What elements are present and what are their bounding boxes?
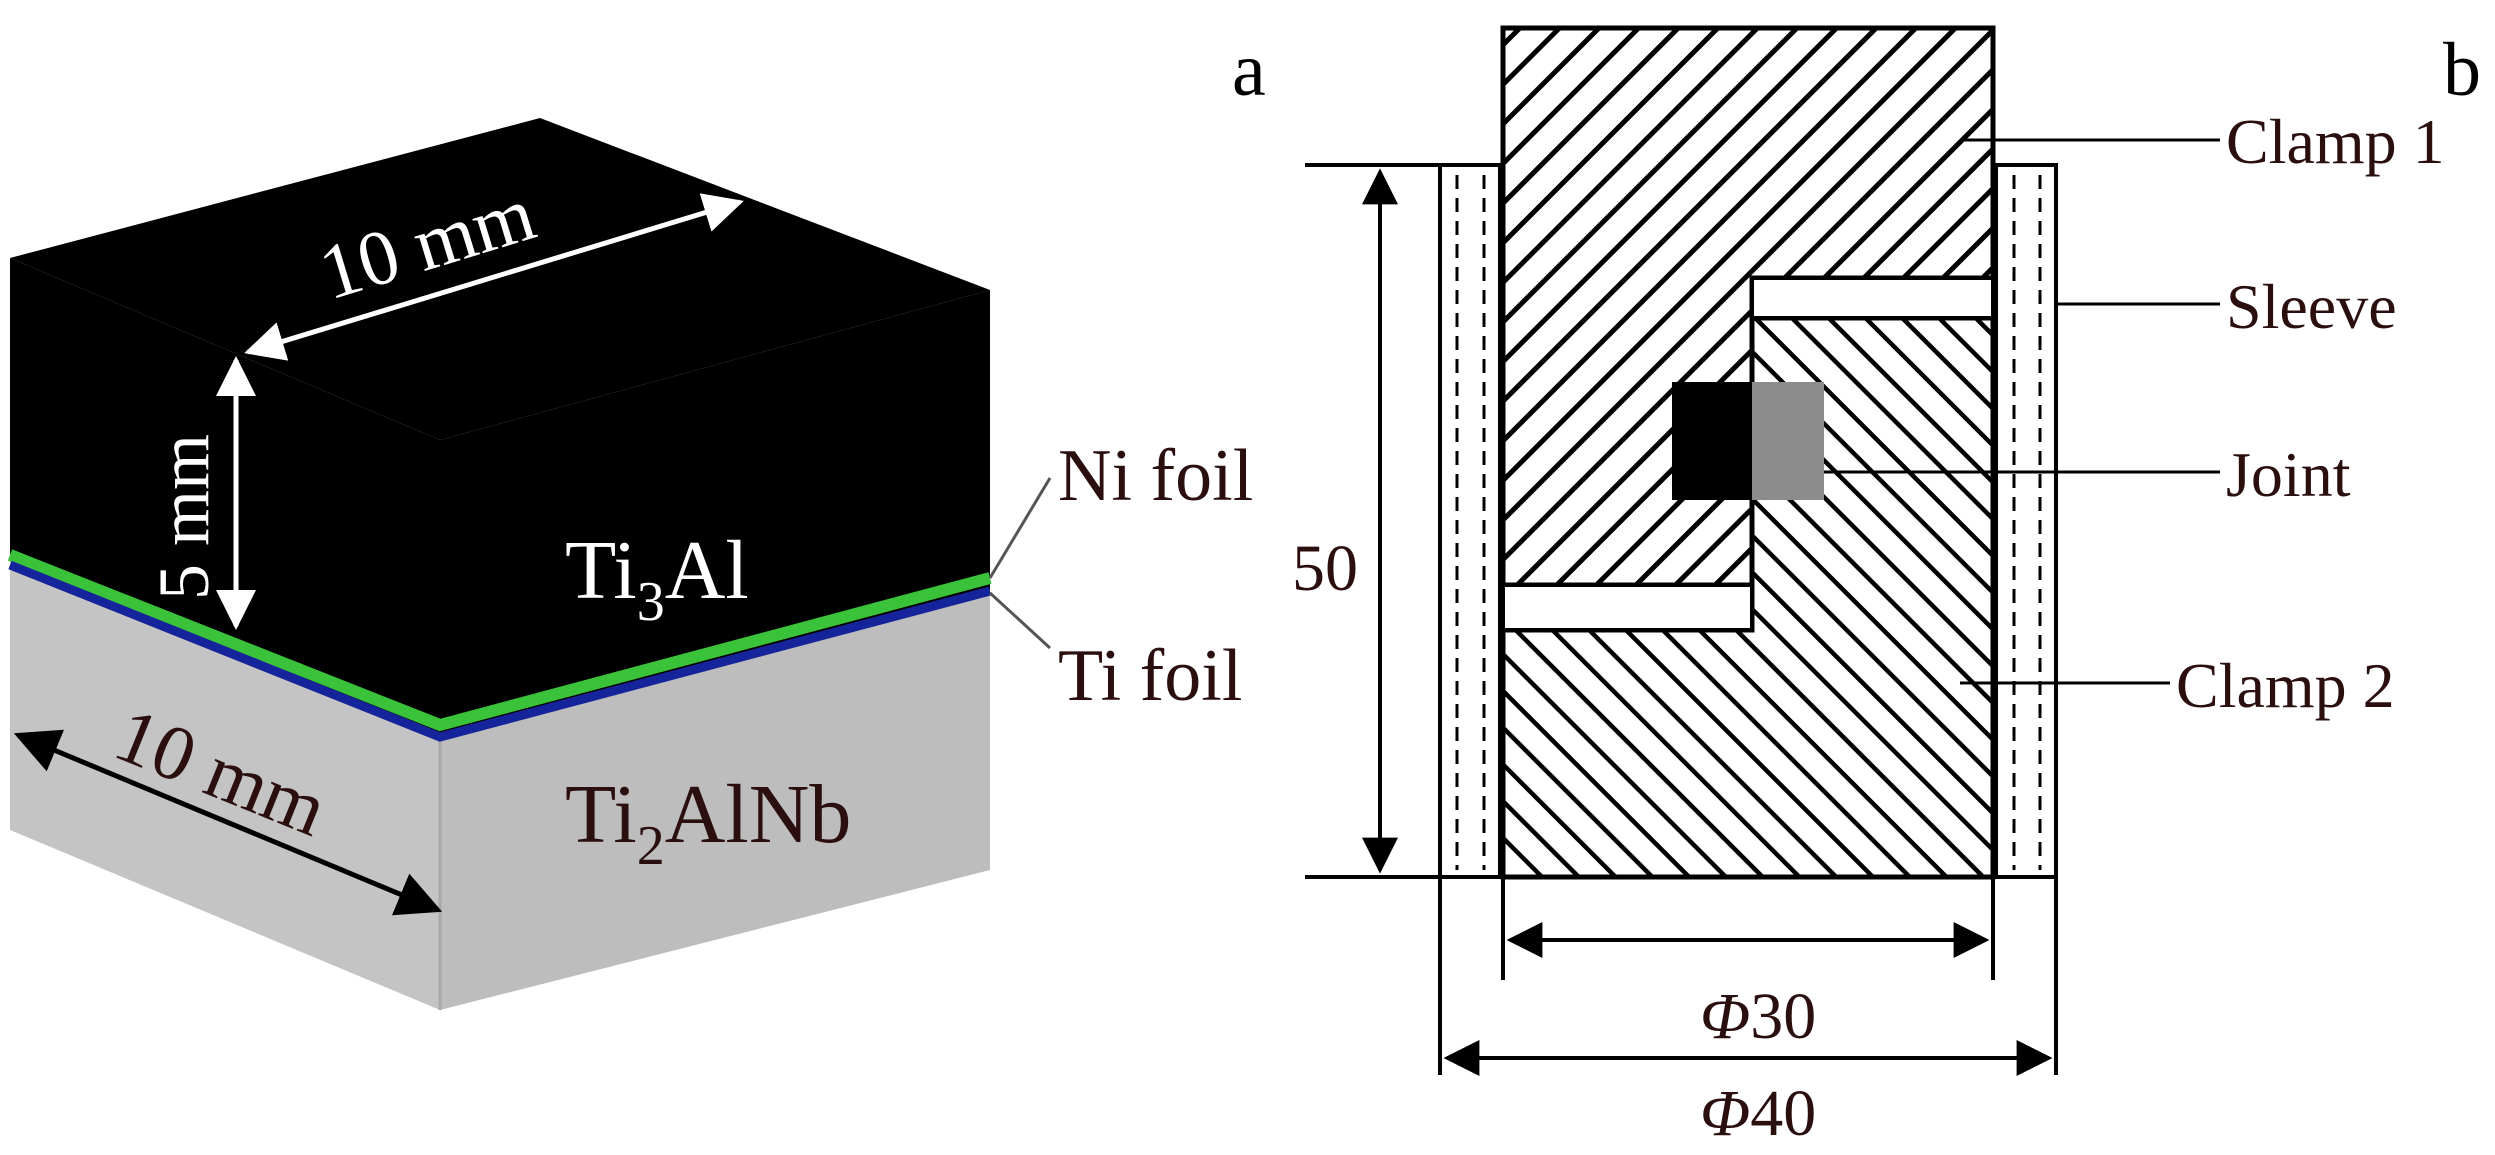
- ni-foil-leader: [988, 477, 1052, 579]
- ti3al-label-base: Ti: [565, 524, 637, 617]
- ti2alnb-label-sub: 2: [637, 815, 665, 877]
- ni-foil-label: Ni foil: [1058, 435, 1253, 517]
- dim-phi30-symbol: Φ: [1700, 980, 1750, 1053]
- dim-phi40-symbol: Φ: [1700, 1077, 1750, 1150]
- sleeve-label: Sleeve: [2226, 271, 2397, 342]
- dim-50-label: 50: [1292, 532, 1358, 605]
- dim-top-arrow: [244, 193, 744, 361]
- ti2alnb-label-tail: AlNb: [665, 768, 852, 861]
- gap-upper: [1750, 276, 1995, 320]
- dim-bottom-arrow: [13, 729, 443, 916]
- ti-foil-label: Ti foil: [1058, 635, 1242, 717]
- ti-foil-leader: [988, 591, 1052, 650]
- gap-lower: [1501, 583, 1754, 632]
- dim-phi40-label: Φ40: [1700, 1077, 1816, 1150]
- ni-foil-layer: [7, 549, 992, 732]
- panel-a-letter: a: [1232, 28, 1266, 112]
- clamp2-label: Clamp 2: [2176, 650, 2395, 721]
- sleeve-left: [1438, 163, 1502, 879]
- panel-a: 10 mm 5 mm 10 mm Ti3Al Ti2AlNb Ni foil T…: [7, 118, 1253, 1010]
- ti2alnb-label-base: Ti: [565, 768, 637, 861]
- ti3al-label: Ti3Al: [565, 524, 749, 633]
- joint-dark-part: [1672, 382, 1752, 500]
- dim-height-label: 5 mm: [144, 434, 224, 600]
- sleeve-right: [1994, 163, 2058, 879]
- ti2alnb-label: Ti2AlNb: [565, 768, 851, 877]
- ti2alnb-side-face: [440, 590, 990, 1010]
- ti3al-label-sub: 3: [637, 571, 665, 633]
- dim-phi30-label: Φ30: [1700, 980, 1816, 1053]
- joint-label: Joint: [2226, 439, 2351, 510]
- panel-b-letter: b: [2443, 28, 2481, 112]
- joint-light-part: [1752, 382, 1824, 500]
- panel-b: a b Clamp 1 Sleeve Joint Clamp 2 50: [1232, 25, 2481, 1150]
- dim-phi40-value: 40: [1750, 1077, 1816, 1150]
- ti3al-label-tail: Al: [665, 524, 749, 617]
- dim-phi30-value: 30: [1750, 980, 1816, 1053]
- clamp1-label: Clamp 1: [2226, 106, 2445, 177]
